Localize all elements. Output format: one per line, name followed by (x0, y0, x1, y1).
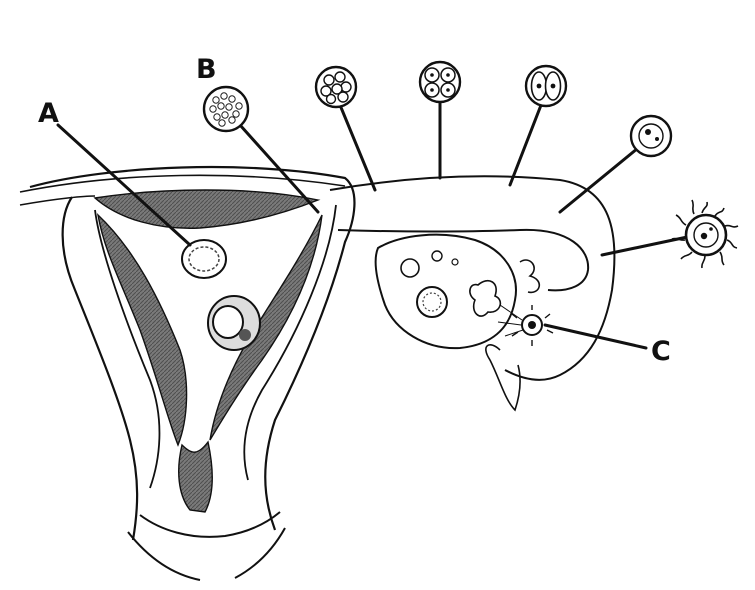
four-cell-stage (420, 62, 460, 102)
eight-cell-stage (316, 67, 356, 107)
ovarian-follicle (401, 259, 419, 277)
ovarian-follicle (417, 287, 447, 317)
uterine-wall-top (95, 190, 318, 228)
label-b: B (196, 56, 217, 83)
zygote-stage (631, 116, 671, 156)
ovarian-follicle (452, 259, 458, 265)
two-cell-stage (526, 66, 566, 106)
pointer-line-c (545, 325, 646, 348)
label-a: A (38, 100, 59, 127)
cervix (128, 512, 285, 580)
ovulated-oocyte-stage (672, 200, 738, 268)
pointer-line-a (58, 125, 190, 245)
label-c: C (651, 338, 671, 365)
ruptured-follicle (470, 281, 500, 316)
implanting-blastocyst (208, 296, 260, 350)
ovarian-follicle (432, 251, 442, 261)
uterine-wall-left (98, 215, 187, 445)
ovary (376, 235, 516, 348)
morula-stage (204, 87, 248, 131)
cervical-canal (179, 442, 212, 512)
